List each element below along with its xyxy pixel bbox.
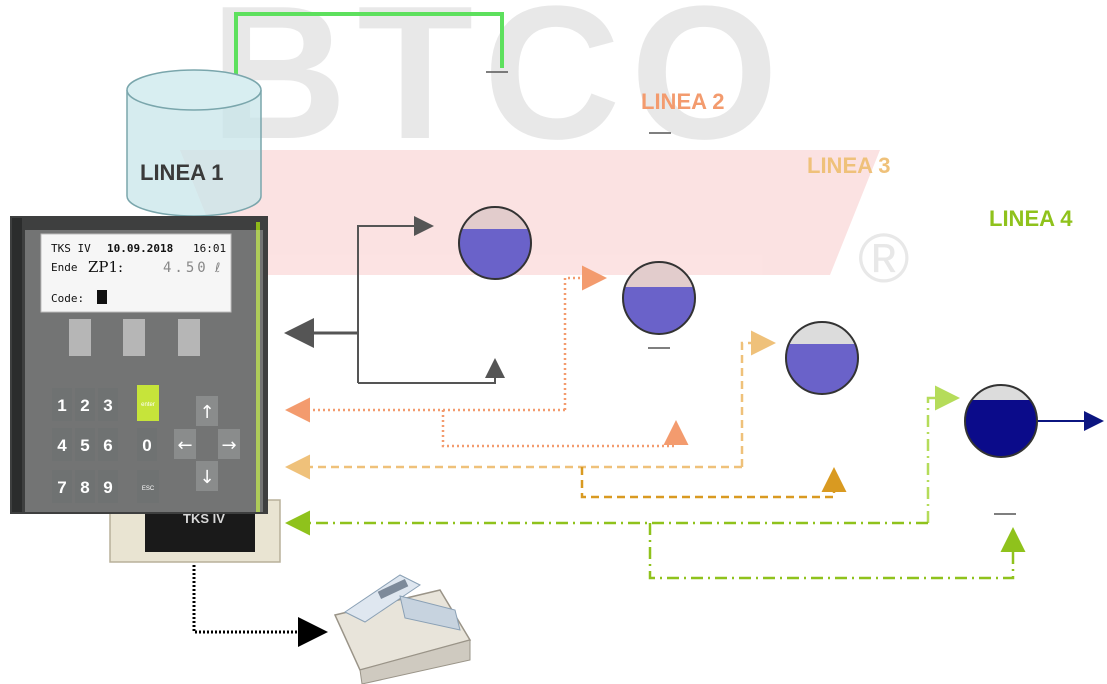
soft-key-1[interactable] [69,319,91,356]
linea3-label: LINEA 3 [807,153,891,179]
linea1-label: LINEA 1 [140,160,224,186]
screen-row2-field: ZP1: [88,258,123,276]
key-0[interactable]: 0 [142,436,151,455]
key-1[interactable]: 1 [57,396,66,415]
arrow-down-icon[interactable]: ↓ [199,467,214,488]
printer-link [194,565,322,632]
arrow-right-icon[interactable]: → [221,435,236,456]
enter-key[interactable]: enter [141,402,155,408]
screen-code-label: Code: [51,292,84,305]
watermark-mark: ® [858,219,910,297]
printer-icon [335,575,470,684]
key-4[interactable]: 4 [57,436,67,455]
linea4-label: LINEA 4 [989,206,1073,232]
screen-row2-value: 4.50 [163,260,209,276]
storage-tank [127,70,261,216]
screen-row2-unit: ℓ [214,261,220,276]
line4-flow [290,398,1013,578]
key-9[interactable]: 9 [103,478,112,497]
key-5[interactable]: 5 [80,436,89,455]
esc-key[interactable]: ESC [142,486,155,492]
screen-date: 10.09.2018 [107,242,173,255]
line3-flow [290,343,834,497]
screen-cursor [97,290,107,304]
watermark-logo: BTCO ® [180,0,910,297]
arrow-up-icon[interactable]: ↑ [199,402,214,423]
linea2-label: LINEA 2 [641,89,725,115]
gauge-4 [961,385,1041,460]
key-3[interactable]: 3 [103,396,112,415]
gauge-3 [782,322,862,399]
soft-key-3[interactable] [178,319,200,356]
key-6[interactable]: 6 [103,436,112,455]
key-8[interactable]: 8 [80,478,89,497]
screen-row2-label: Ende [51,261,78,274]
screen-model: TKS IV [51,242,91,255]
terminal: TKS IV 10.09.2018 16:01 Ende ZP1: 4.50 ℓ… [10,216,268,514]
arrow-left-icon[interactable]: ← [177,435,192,456]
screen-time: 16:01 [193,242,226,255]
soft-key-2[interactable] [123,319,145,356]
key-7[interactable]: 7 [57,478,66,497]
line2-flow [290,278,676,446]
key-2[interactable]: 2 [80,396,89,415]
